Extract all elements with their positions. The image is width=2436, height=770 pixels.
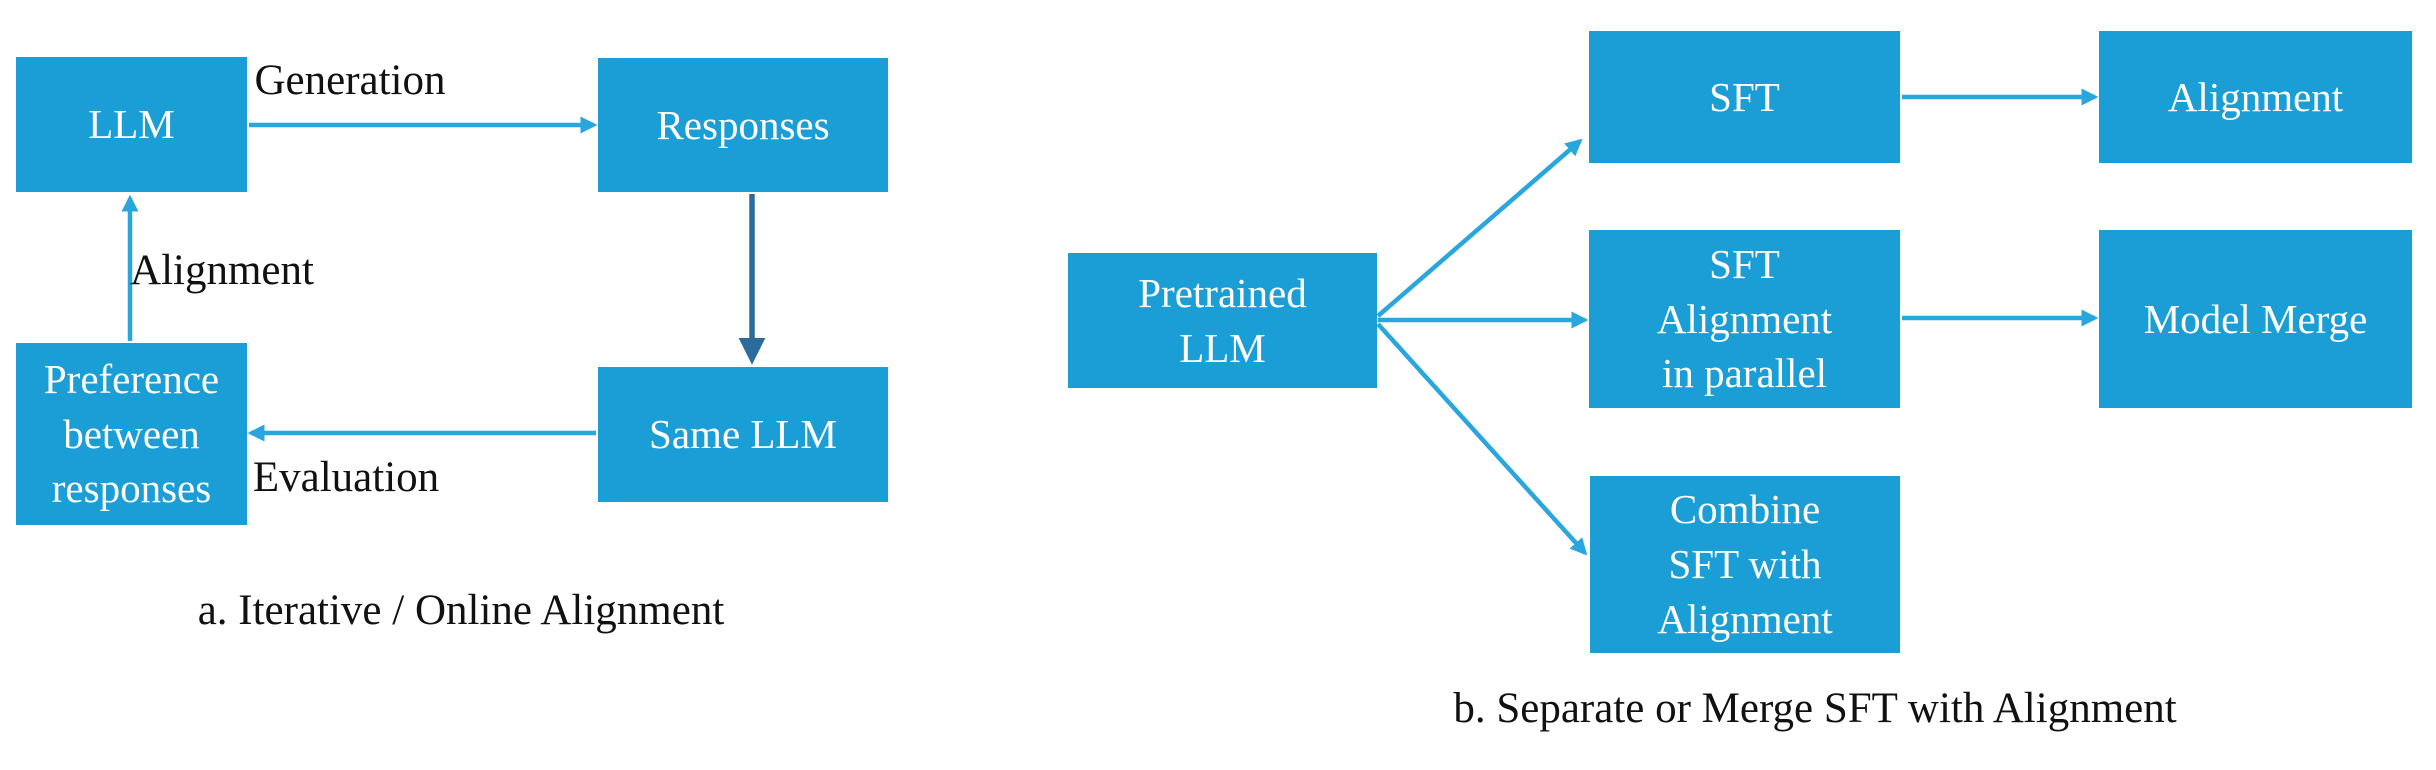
caption-part-a: a. Iterative / Online Alignment <box>197 587 725 634</box>
box-sft: SFT <box>1589 31 1900 163</box>
box-combine-sft-with-alignment: Combine SFT with Alignment <box>1590 476 1900 653</box>
arrow-pretrained-to-combine <box>1376 322 1588 556</box>
box-sft-alignment-in-parallel: SFT Alignment in parallel <box>1589 230 1900 408</box>
box-alignment: Alignment <box>2099 31 2412 163</box>
box-model-merge: Model Merge <box>2099 230 2412 408</box>
arrow-pretrained-to-sft <box>1376 138 1583 318</box>
box-pretrained-llm: Pretrained LLM <box>1068 253 1377 388</box>
box-responses: Responses <box>598 58 888 192</box>
edge-label-evaluation: Evaluation <box>252 454 440 501</box>
box-preference-between-responses: Preference between responses <box>16 343 247 525</box>
box-same-llm: Same LLM <box>598 367 888 502</box>
edge-label-generation: Generation <box>254 57 446 104</box>
caption-part-b: b. Separate or Merge SFT with Alignment <box>1453 685 2177 732</box>
box-llm: LLM <box>16 57 247 192</box>
edge-label-alignment: Alignment <box>130 247 314 294</box>
